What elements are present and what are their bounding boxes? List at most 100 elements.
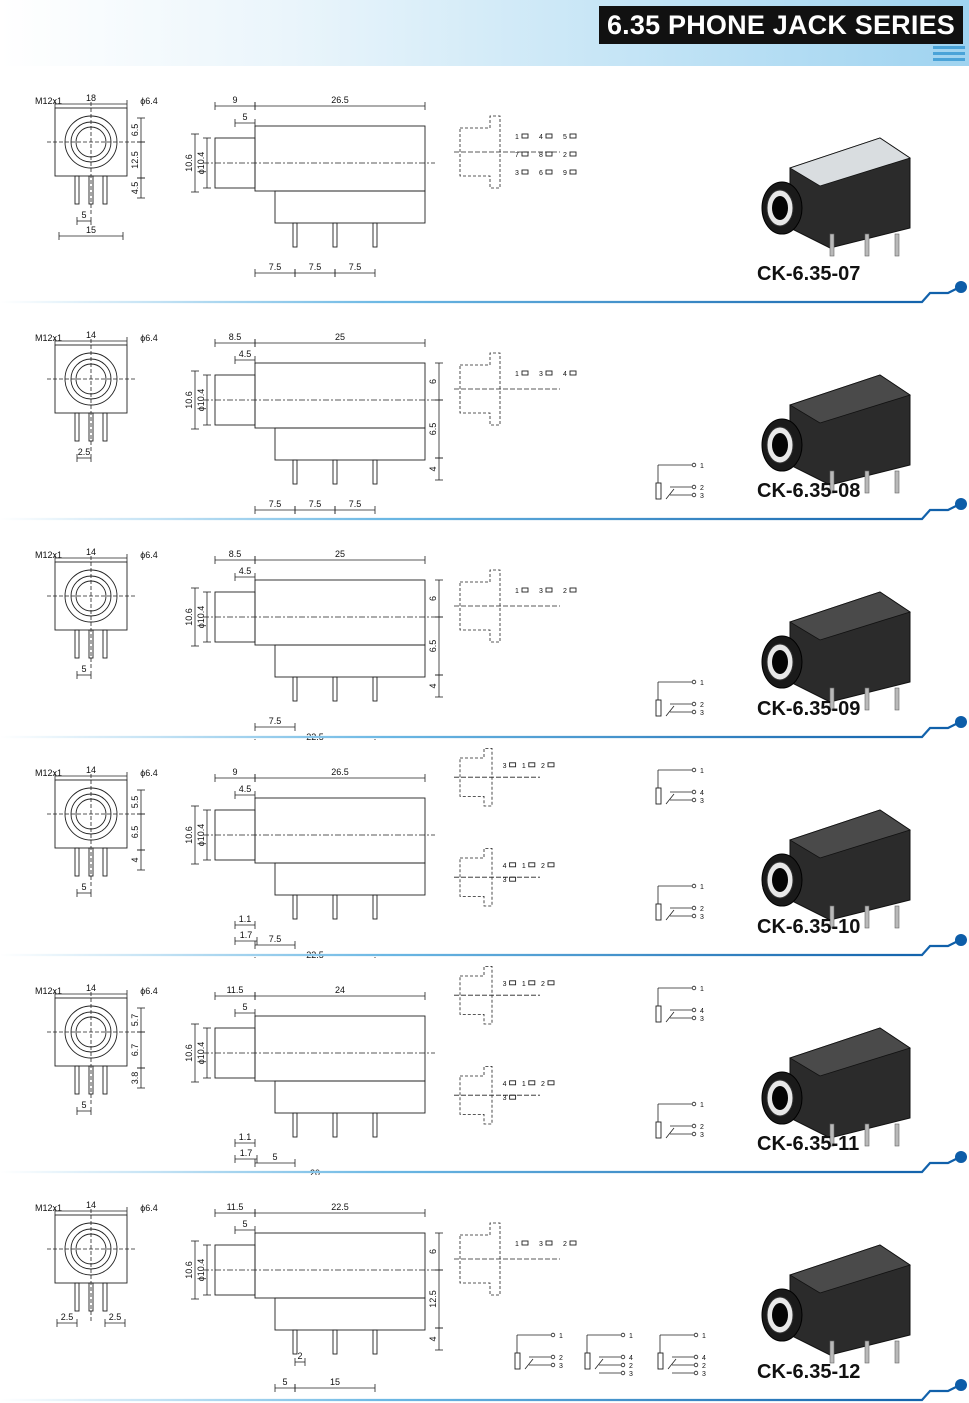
dimension-label: 12.5: [130, 151, 140, 169]
schematic-pin-label: 3: [700, 493, 704, 500]
dimension-label: 12.5: [428, 1290, 438, 1308]
side-view-body: [254, 797, 426, 864]
pin-number: 3: [515, 170, 519, 177]
pin: [102, 847, 108, 877]
schematic-pin-label: 2: [702, 1363, 706, 1370]
section-divider: [0, 286, 961, 304]
schematic-wire: [667, 1358, 677, 1370]
dimension-label: 15: [86, 225, 96, 235]
pin-number: 1: [515, 588, 519, 595]
dimension-label: 2.5: [78, 447, 91, 457]
dimension-label: 5: [81, 210, 86, 220]
dimension-label: 1.7: [240, 930, 253, 940]
product-photo: [761, 137, 911, 257]
pin: [88, 1065, 94, 1095]
dimension-label: ϕ10.4: [196, 1042, 206, 1065]
side-view-lower-body: [274, 1297, 426, 1331]
pin-number: 1: [515, 134, 519, 141]
jack-pin: [894, 905, 900, 929]
schematic-terminal: [691, 1101, 697, 1107]
dimension-label: 6.5: [428, 640, 438, 653]
dimension-label: 14: [86, 330, 96, 340]
schematic-terminal: [691, 883, 697, 889]
pin: [88, 175, 94, 205]
schematic-wire: [665, 705, 675, 717]
side-view-lower-body: [274, 1080, 426, 1114]
pin-number: 2: [563, 1241, 567, 1248]
schematic-pin-label: 3: [702, 1371, 706, 1378]
dimension-label: 11.5: [227, 985, 244, 995]
pin-number: 3: [539, 1241, 543, 1248]
schematic-pin-label: 2: [700, 485, 704, 492]
divider-end-dot: [955, 281, 967, 293]
pcb-jack-outline: [459, 1066, 493, 1125]
product-photo: [761, 591, 911, 711]
schematic-wire: [665, 488, 675, 500]
schematic-terminal: [691, 462, 697, 468]
pin-number: 9: [563, 170, 567, 177]
pin: [102, 1065, 108, 1095]
pcb-pad: [509, 762, 517, 768]
pcb-pad: [509, 1080, 517, 1086]
schematic-pin-label: 1: [629, 1333, 633, 1340]
pin-number: 1: [522, 1081, 526, 1088]
schematic-pin-label: 4: [702, 1355, 706, 1362]
dimension-label: 22.5: [331, 1202, 349, 1212]
model-number: CK-6.35-08: [757, 480, 861, 502]
dimension-label: 5.5: [130, 796, 140, 809]
dimension-label: 7.5: [269, 499, 282, 509]
pcb-jack-outline: [459, 352, 501, 426]
dimension-label: 6: [428, 1249, 438, 1254]
dimension-label: 4: [130, 857, 140, 862]
jack-bore-hole: [772, 1086, 788, 1110]
product-photo: [761, 1027, 911, 1147]
dimension-label: 5: [242, 1002, 247, 1012]
schematic-terminal: [691, 789, 697, 795]
dimension-label: 15: [330, 1377, 340, 1387]
pin-number: 3: [503, 763, 507, 770]
pcb-jack-outline: [459, 747, 493, 807]
schematic-pin-label: 3: [629, 1371, 633, 1378]
schematic-terminal: [693, 1370, 699, 1376]
jack-pin: [829, 470, 835, 494]
divider-end-dot: [955, 716, 967, 728]
schematic-pin-label: 3: [700, 914, 704, 921]
pcb-jack-outline: [459, 1222, 501, 1296]
dimension-label: 5: [81, 1100, 86, 1110]
schematic-pin-label: 1: [700, 768, 704, 775]
schematic: 123: [655, 679, 704, 717]
pcb-pad: [569, 1240, 577, 1246]
schematic-terminal: [691, 709, 697, 715]
pcb-jack-outline: [459, 569, 501, 643]
dimension-label: 18: [86, 93, 96, 103]
pin: [74, 412, 80, 442]
dimension-label: 7.5: [349, 262, 362, 272]
pcb-pad: [528, 862, 536, 868]
pcb-jack-outline: [459, 848, 493, 907]
model-number: CK-6.35-12: [757, 1361, 861, 1383]
schematic-pin-label: 1: [700, 1102, 704, 1109]
jack-top-face: [789, 374, 911, 424]
dimension-label: 14: [86, 983, 96, 993]
pcb-pad: [545, 151, 553, 157]
pcb-pad: [509, 1094, 517, 1100]
pcb-pad: [569, 151, 577, 157]
dimension-label: ϕ10.4: [196, 824, 206, 847]
jack-bore-hole: [772, 433, 788, 457]
dimension-label: 5: [272, 1152, 277, 1162]
pin: [292, 1112, 298, 1138]
pin: [292, 894, 298, 920]
pin-number: 3: [539, 371, 543, 378]
schematic-terminal: [691, 913, 697, 919]
schematic-terminal: [691, 797, 697, 803]
schematic-plug: [657, 1352, 664, 1370]
schematic-wire: [665, 1127, 675, 1139]
